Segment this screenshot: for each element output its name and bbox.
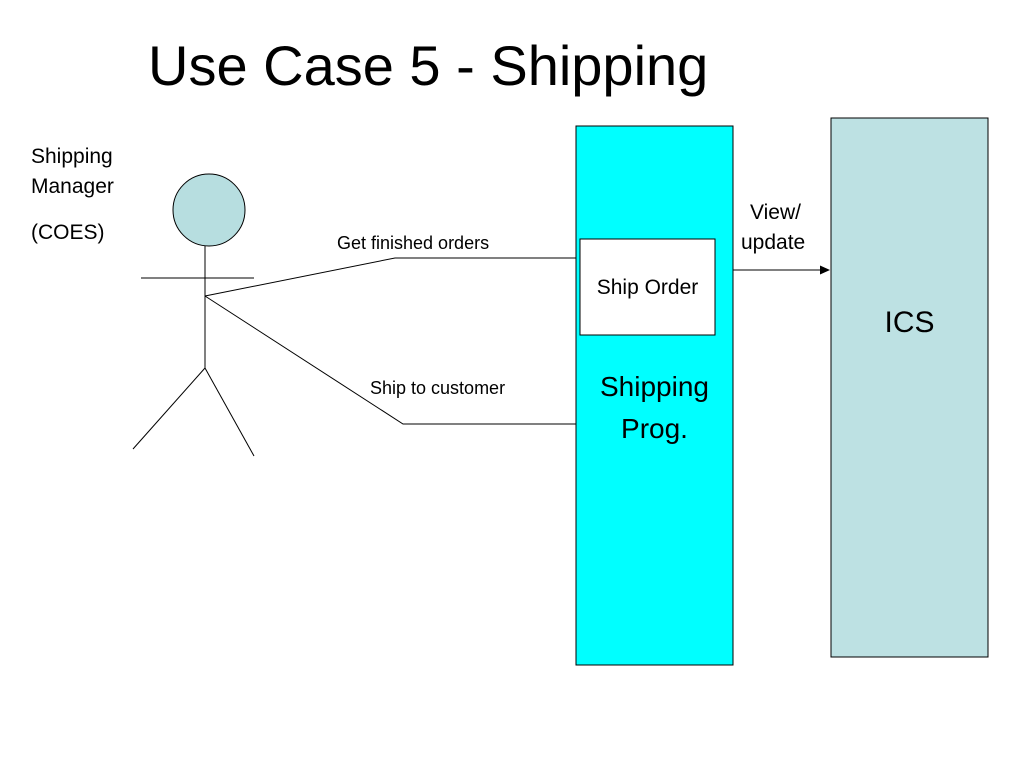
edge-ship-to-customer <box>204 295 576 425</box>
label-ship-to-customer: Ship to customer <box>370 378 506 398</box>
ics-label: ICS <box>884 306 935 339</box>
shipping-prog-label-line2: Prog. <box>621 413 688 444</box>
actor-role: (COES) <box>31 221 105 244</box>
edge-get-finished-orders <box>204 257 576 297</box>
ship-order-box[interactable] <box>579 238 716 336</box>
actor-left-leg <box>132 367 206 450</box>
shipping-prog-box[interactable] <box>575 125 734 666</box>
shipping-prog-label-line1: Shipping <box>600 371 709 402</box>
actor-head <box>172 173 246 247</box>
label-get-finished-orders: Get finished orders <box>337 233 490 253</box>
arrowhead-icon <box>820 265 830 275</box>
label-view-update-line1: View/ <box>750 201 801 224</box>
actor-name-line1: Shipping <box>31 145 113 168</box>
actor-figure <box>132 173 255 457</box>
actor-name-line2: Manager <box>31 175 114 198</box>
ics-box[interactable] <box>830 117 989 658</box>
actor-right-leg <box>204 367 255 457</box>
slide-title: Use Case 5 - Shipping <box>148 34 709 97</box>
ship-order-label: Ship Order <box>596 276 699 299</box>
label-view-update-line2: update <box>741 231 806 254</box>
